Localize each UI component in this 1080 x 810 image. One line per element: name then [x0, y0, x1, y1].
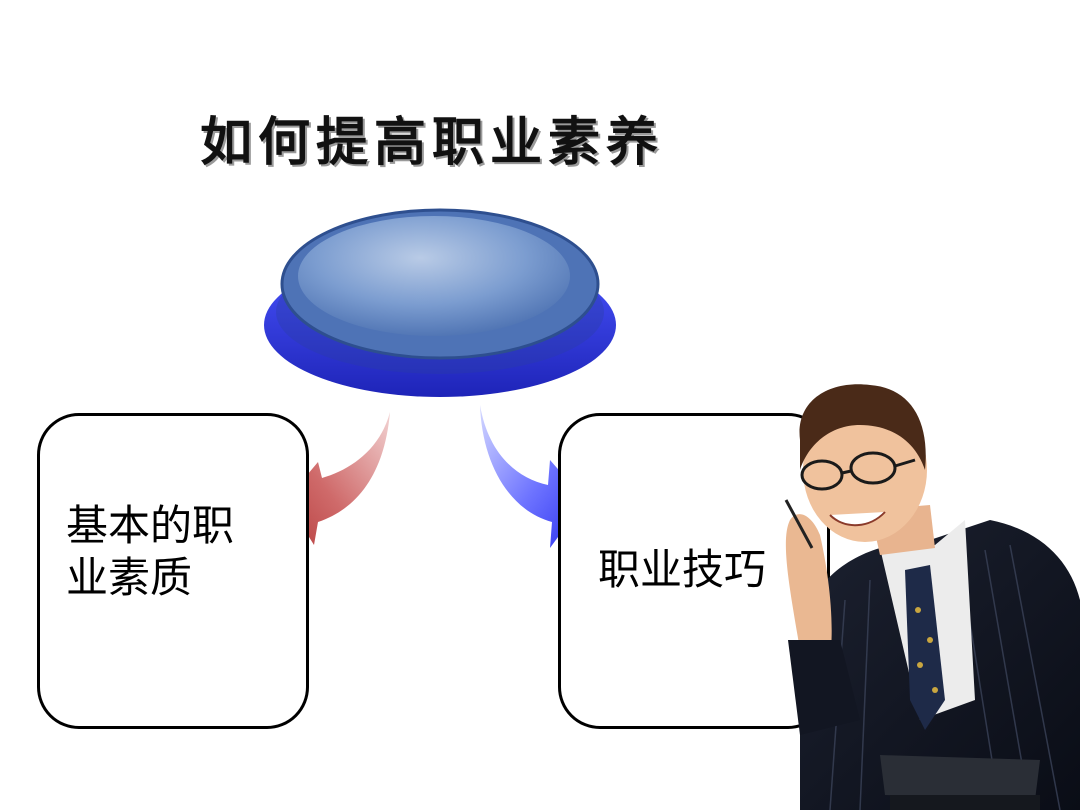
- branch-box-basic: [37, 413, 309, 729]
- branch-box-skills: [558, 413, 830, 729]
- arrow-left-icon: [286, 412, 390, 545]
- central-disk-icon: [264, 208, 616, 397]
- branch-label-skills: 职业技巧: [598, 545, 767, 594]
- slide-title: 如何提高职业素养: [200, 112, 665, 173]
- branch-label-basic: 基本的职业素质: [66, 501, 235, 602]
